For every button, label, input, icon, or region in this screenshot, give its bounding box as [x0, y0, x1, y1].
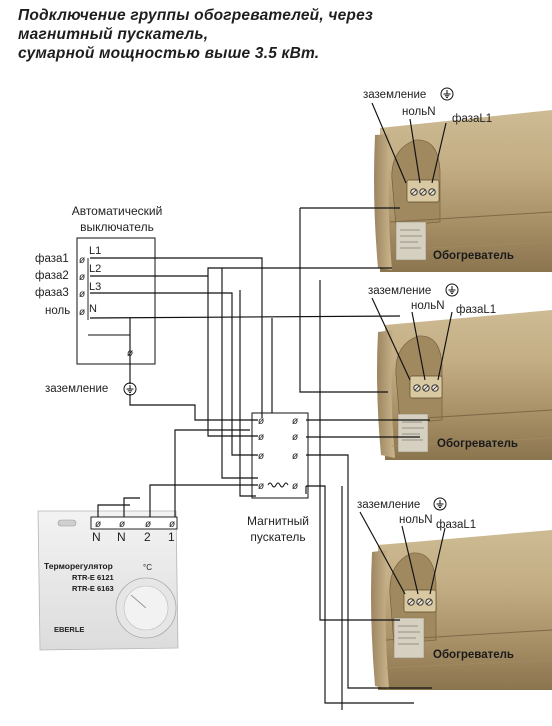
breaker-label-line-1: Автоматический	[72, 204, 163, 218]
svg-text:ø: ø	[169, 519, 175, 530]
svg-text:ø: ø	[145, 519, 151, 530]
wires	[89, 102, 453, 710]
circuit-breaker: Автоматический выключатель ø фаза1 фаза2…	[35, 204, 163, 396]
heater-3-ground-label: заземление	[357, 499, 420, 511]
thermostat-model-1: RTR-E 6121	[72, 573, 114, 582]
breaker-label-line-2: выключатель	[80, 220, 154, 234]
heater-2-ground-label: заземление	[368, 285, 431, 297]
thermostat-degree: °C	[143, 563, 152, 572]
svg-text:ø: ø	[79, 255, 85, 266]
svg-text:ø: ø	[258, 416, 264, 427]
heater-3-ground-icon	[433, 497, 447, 511]
title-line-2: магнитный пускатель,	[18, 26, 209, 43]
svg-text:ø: ø	[79, 272, 85, 283]
svg-text:ø: ø	[79, 307, 85, 318]
heater-1-terminal-labels: заземление нольN фазаL1	[363, 87, 492, 125]
svg-text:ø: ø	[258, 451, 264, 462]
heater-3-label: Обогреватель	[433, 649, 514, 661]
breaker-terminal-l2: L2	[89, 263, 101, 275]
svg-text:ø: ø	[292, 416, 298, 427]
heater-2-phase-label: фазаL1	[456, 304, 496, 316]
ground-icon	[123, 382, 137, 396]
svg-text:ø: ø	[258, 432, 264, 443]
thermostat-brand: EBERLE	[54, 625, 84, 634]
heater-3-phase-label: фазаL1	[436, 519, 476, 531]
breaker-phase3-label: фаза3	[35, 287, 69, 299]
breaker-neutral-label: ноль	[45, 305, 70, 317]
heater-2-label: Обогреватель	[437, 438, 518, 450]
heater-1-neutral-label: нольN	[402, 106, 436, 118]
page-title: Подключение группы обогревателей, через …	[18, 6, 373, 63]
contactor-label-line-2: пускатель	[250, 530, 305, 544]
svg-text:ø: ø	[119, 519, 125, 530]
contactor-label-line-1: Магнитный	[247, 514, 309, 528]
breaker-phase2-label: фаза2	[35, 270, 69, 282]
svg-text:ø: ø	[292, 432, 298, 443]
heater-3: Обогреватель	[371, 530, 552, 690]
breaker-terminal-l1: L1	[89, 245, 101, 257]
thermostat-model-2: RTR-E 6163	[72, 584, 114, 593]
title-line-1: Подключение группы обогревателей, через	[18, 7, 374, 24]
breaker-phase1-label: фаза1	[35, 253, 69, 265]
svg-text:ø: ø	[292, 451, 298, 462]
heater-1: Обогреватель	[374, 110, 552, 272]
heater-2: Обогреватель	[377, 310, 552, 460]
heater-2-ground-icon	[445, 283, 459, 297]
heater-2-terminal-labels: заземление нольN фазаL1	[368, 283, 496, 316]
magnetic-contactor: ø ø ø ø ø ø ø ø Магнитный пускатель	[247, 412, 309, 544]
heater-1-label: Обогреватель	[433, 250, 514, 262]
heater-1-phase-label: фазаL1	[452, 113, 492, 125]
breaker-terminal-n: N	[89, 303, 97, 315]
heater-3-neutral-label: нольN	[399, 514, 433, 526]
breaker-terminal-l3: L3	[89, 281, 101, 293]
thermostat-terminal-2: 2	[144, 530, 151, 544]
svg-text:ø: ø	[292, 481, 298, 492]
heater-1-ground-icon	[440, 87, 454, 101]
coil-icon	[267, 482, 289, 488]
thermostat-terminal-1: 1	[168, 530, 175, 544]
thermostat-name: Терморегулятор	[44, 561, 113, 571]
thermostat-terminal-n2: N	[117, 530, 126, 544]
svg-text:ø: ø	[95, 519, 101, 530]
svg-text:ø: ø	[79, 289, 85, 300]
breaker-ground-label: заземление	[45, 383, 108, 395]
title-line-3: сумарной мощностью выше 3.5 кВт.	[18, 45, 320, 62]
heater-2-neutral-label: нольN	[411, 300, 445, 312]
thermostat-terminal-n1: N	[92, 530, 101, 544]
thermostat: ø ø ø ø N N 2 1 Терморегулятор RTR-E 612…	[37, 510, 179, 651]
svg-text:ø: ø	[258, 481, 264, 492]
heater-3-terminal-labels: заземление нольN фазаL1	[357, 497, 476, 531]
heater-1-ground-label: заземление	[363, 89, 426, 101]
